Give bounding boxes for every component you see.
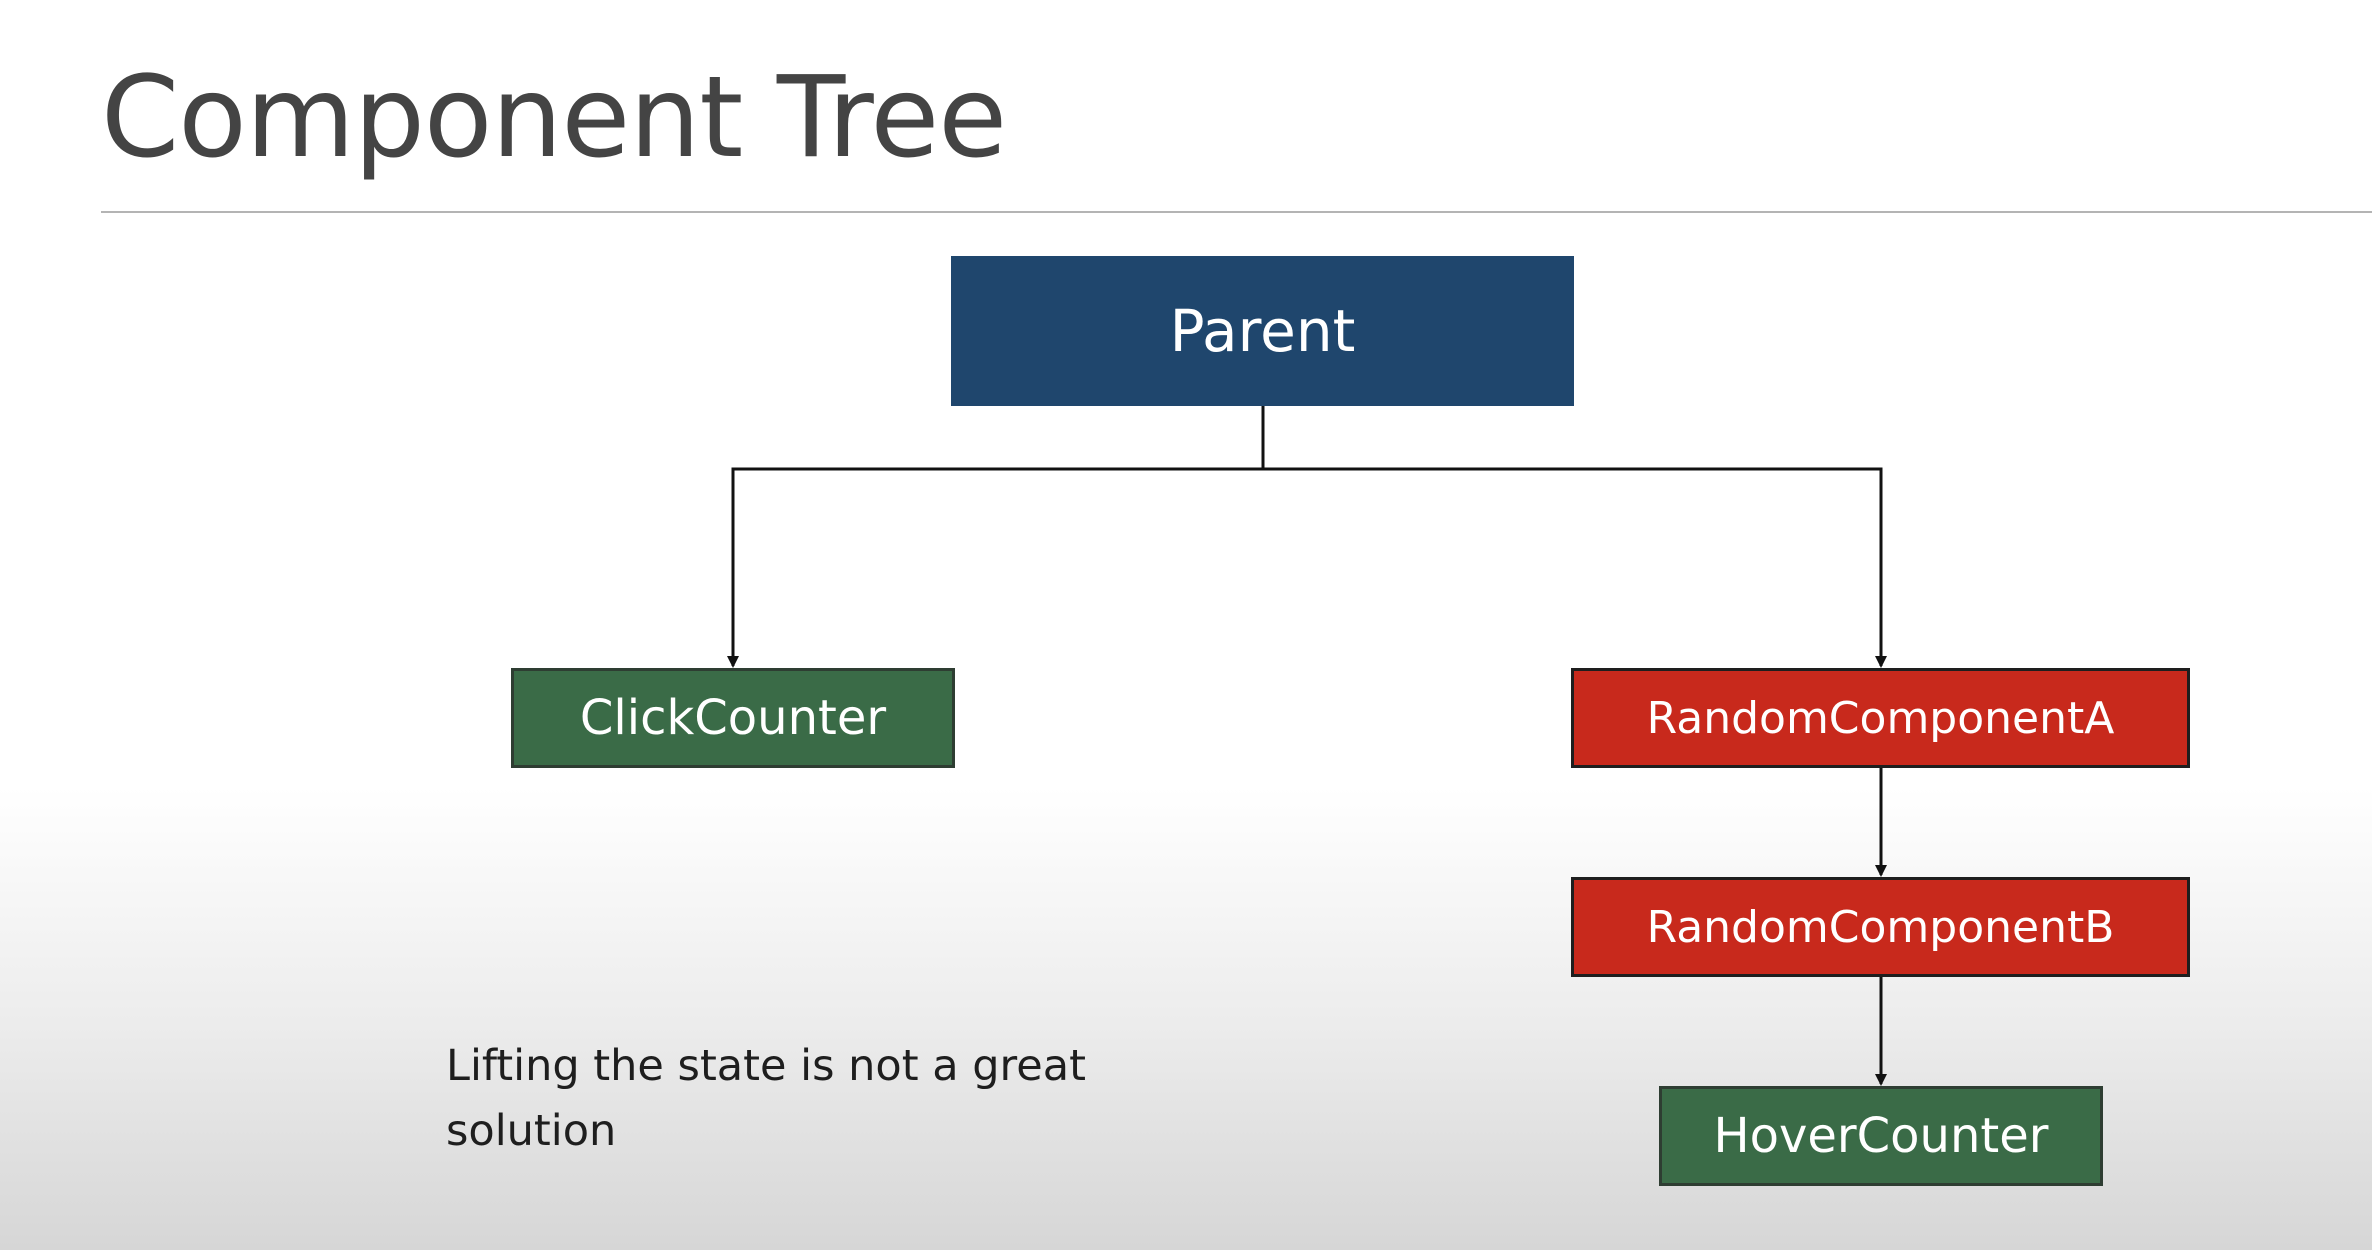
node-random-component-a-label: RandomComponentA: [1646, 692, 2115, 744]
title-divider: [101, 211, 2372, 213]
node-click-counter: ClickCounter: [511, 668, 955, 768]
node-hover-counter-label: HoverCounter: [1713, 1108, 2049, 1164]
slide-note: Lifting the state is not a great solutio…: [446, 1041, 1086, 1156]
node-random-component-b: RandomComponentB: [1571, 877, 2190, 977]
node-hover-counter: HoverCounter: [1659, 1086, 2103, 1186]
slide-title: Component Tree: [101, 53, 1007, 183]
node-random-component-b-label: RandomComponentB: [1646, 901, 2115, 953]
node-parent-label: Parent: [1169, 297, 1356, 365]
node-click-counter-label: ClickCounter: [579, 690, 887, 746]
node-parent: Parent: [951, 256, 1574, 406]
edge-parent-to-click-counter: [727, 406, 1265, 668]
edge-parent-to-random-component-a: [1263, 467, 1887, 668]
node-random-component-a: RandomComponentA: [1571, 668, 2190, 768]
